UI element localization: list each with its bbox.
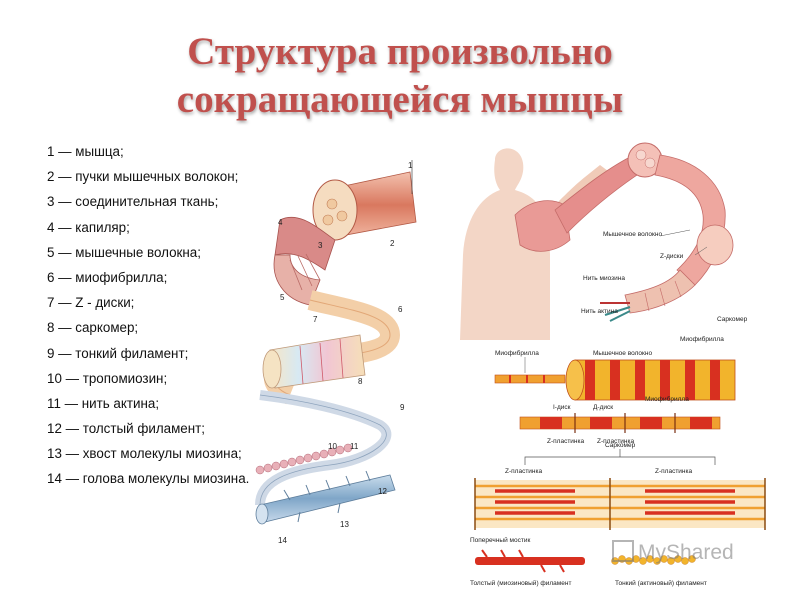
page-title: Структура произвольно сокращающейся мышц… [0,28,800,124]
label-z-discs: Z-диски [660,253,684,260]
legend-item: 13 — хвост молекулы миозина; [47,446,242,462]
label-i-disk: I-диск [553,404,571,411]
label-10: 10 [328,442,337,451]
label-a-disk: Д-диск [593,404,613,411]
arm-muscle-illustration: Мышечное волокно Z-диски Нить миозина Ни… [460,142,748,343]
shoulder-muscle [514,200,571,252]
myofibril-banded [519,416,721,430]
label-myofibril-mid: Миофибрилла [645,395,689,403]
legend-item: 1 — мышца; [47,144,124,159]
label-cross-bridge: Поперечный мостик [470,536,530,544]
label-sarcomere-bottom: Саркомер [605,442,636,449]
label-thin-filament: Тонкий (актиновый) филамент [615,579,707,587]
watermark-icon [612,540,634,562]
label-12: 12 [378,487,387,496]
legend-item: 2 — пучки мышечных волокон; [47,169,239,185]
label-3: 3 [318,241,323,250]
legend-item: 5 — мышечные волокна; [47,244,201,260]
legend-item: 10 — тропомиозин; [47,370,168,386]
label-muscle-fiber-top: Мышечное волокно [593,350,652,357]
label-5: 5 [280,293,285,302]
label-muscle-fiber: Мышечное волокно [603,231,662,238]
legend-item: 14 — голова молекулы миозина. [47,471,250,487]
label-14: 14 [278,536,287,545]
label-myosin-thread: Нить миозина [583,275,625,282]
label-1: 1 [408,161,413,170]
sarcomere-detail [474,478,766,530]
label-13: 13 [340,520,349,529]
label-thick-filament: Толстый (миозиновый) филамент [470,579,571,587]
label-11: 11 [350,442,359,451]
label-sarcomere: Саркомер [717,316,748,323]
label-7: 7 [313,315,318,324]
myofibril [269,334,366,389]
label-myofibril: Миофибрилла [680,335,724,343]
title-line-1: Структура произвольно [187,30,613,73]
legend: 1 — мышца; 2 — пучки мышечных волокон; 3… [47,143,252,496]
legend-item: 9 — тонкий филамент; [47,345,189,361]
thin-filament [255,443,353,475]
watermark: MyShared [612,540,772,568]
legend-item: 7 — Z - диски; [47,295,135,311]
label-z-plate-1: Z-пластинка [547,438,584,445]
muscle-fiber-cylinder [565,359,736,401]
label-z-plate-3: Z-пластинка [505,468,542,475]
thick-filament-bottom [475,549,585,573]
legend-item: 4 — капиляр; [47,219,130,235]
myofibril-strip [494,374,566,384]
label-4: 4 [278,218,283,227]
body-silhouette [460,148,550,340]
label-z-plate-2: Z-пластинка [597,438,634,445]
label-6: 6 [398,305,403,314]
single-fiber [624,269,696,314]
muscle-hierarchy-diagram: 1 2 3 4 5 6 7 8 9 10 11 12 13 14 [255,160,417,545]
muscle-fascicles [274,216,336,271]
watermark-text: MyShared [638,541,734,564]
label-myofibril-top: Миофибрилла [495,349,539,357]
legend-item: 12 — толстый филамент; [47,421,205,437]
label-8: 8 [358,377,363,386]
label-z-plate-4: Z-пластинка [655,468,692,475]
legend-item: 11 — нить актина; [47,395,160,411]
legend-item: 8 — саркомер; [47,320,139,336]
legend-item: 6 — миофибрилла; [47,269,168,285]
legend-item: 3 — соединительная ткань; [47,194,219,210]
diagram-number-labels: 1 2 3 4 5 6 7 8 9 10 11 12 13 14 [278,161,413,545]
label-actin-thread: Нить актина [581,308,618,315]
title-line-2: сокращающейся мышцы [176,78,624,121]
label-2: 2 [390,239,395,248]
fascicle [654,154,726,286]
label-9: 9 [400,403,405,412]
